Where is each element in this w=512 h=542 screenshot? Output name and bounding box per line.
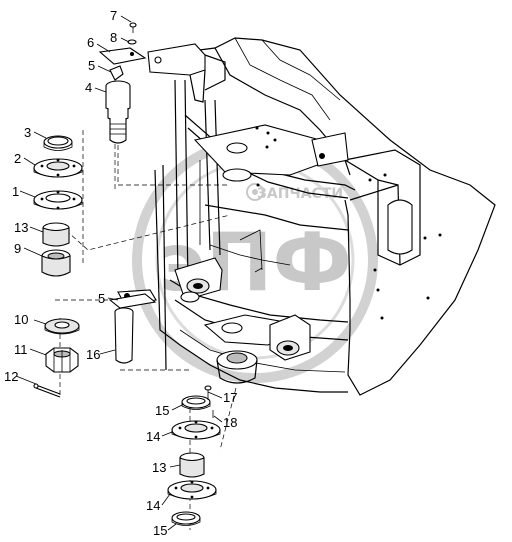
washer-8 [127, 39, 137, 45]
callout-3: 3 [24, 125, 31, 140]
callout-13-lower: 13 [152, 460, 166, 475]
callout-5-centre: 5 [98, 291, 105, 306]
callout-7: 7 [110, 8, 117, 23]
callout-14-lower: 14 [146, 498, 160, 513]
callout-4: 4 [85, 80, 92, 95]
flange-14-lower [167, 480, 217, 500]
callout-9: 9 [14, 241, 21, 256]
castle-nut-11 [45, 347, 79, 373]
callout-8: 8 [110, 30, 117, 45]
seal-ring-15-upper [181, 395, 211, 410]
callout-14-upper: 14 [146, 429, 160, 444]
callout-1: 1 [12, 184, 19, 199]
lock-5 [109, 65, 124, 81]
lower-bearing-stack [167, 385, 221, 526]
left-bearing-stack [33, 135, 83, 277]
callout-labels: 7 8 6 5 4 3 2 1 13 9 5 16 10 11 12 15 14… [4, 8, 237, 538]
leader-lines [15, 15, 223, 531]
flange-14-upper [171, 420, 221, 440]
bearing-13-upper [42, 222, 70, 247]
king-pin-4 [105, 80, 131, 144]
callout-6: 6 [87, 35, 94, 50]
seal-logo-icon [246, 183, 264, 201]
callout-2: 2 [14, 151, 21, 166]
flange-2 [33, 158, 83, 178]
watermark-brand: ЗАПЧАСТИ [257, 186, 343, 202]
cotter-pin-12 [33, 383, 61, 398]
callout-15-upper: 15 [155, 403, 169, 418]
callout-13-upper: 13 [14, 220, 28, 235]
callout-18: 18 [223, 415, 237, 430]
plate-6 [98, 47, 147, 65]
bushing-9 [41, 249, 71, 277]
callout-12: 12 [4, 369, 18, 384]
left-lower-stack [33, 318, 80, 398]
seal-ring-3 [43, 135, 73, 151]
washer-10 [44, 318, 80, 335]
callout-15-lower: 15 [153, 523, 167, 538]
seal-ring-15-lower [171, 511, 201, 526]
bearing-13-lower [179, 452, 205, 478]
pin-16 [108, 293, 157, 364]
bolt-7 [129, 22, 137, 33]
flange-1 [33, 190, 83, 210]
upper-parts [98, 22, 147, 144]
callout-17: 17 [223, 390, 237, 405]
callout-5-upper: 5 [88, 58, 95, 73]
steering-knuckle-frame [117, 37, 496, 396]
callout-10: 10 [14, 312, 28, 327]
callout-11: 11 [14, 342, 28, 357]
callout-16: 16 [86, 347, 100, 362]
